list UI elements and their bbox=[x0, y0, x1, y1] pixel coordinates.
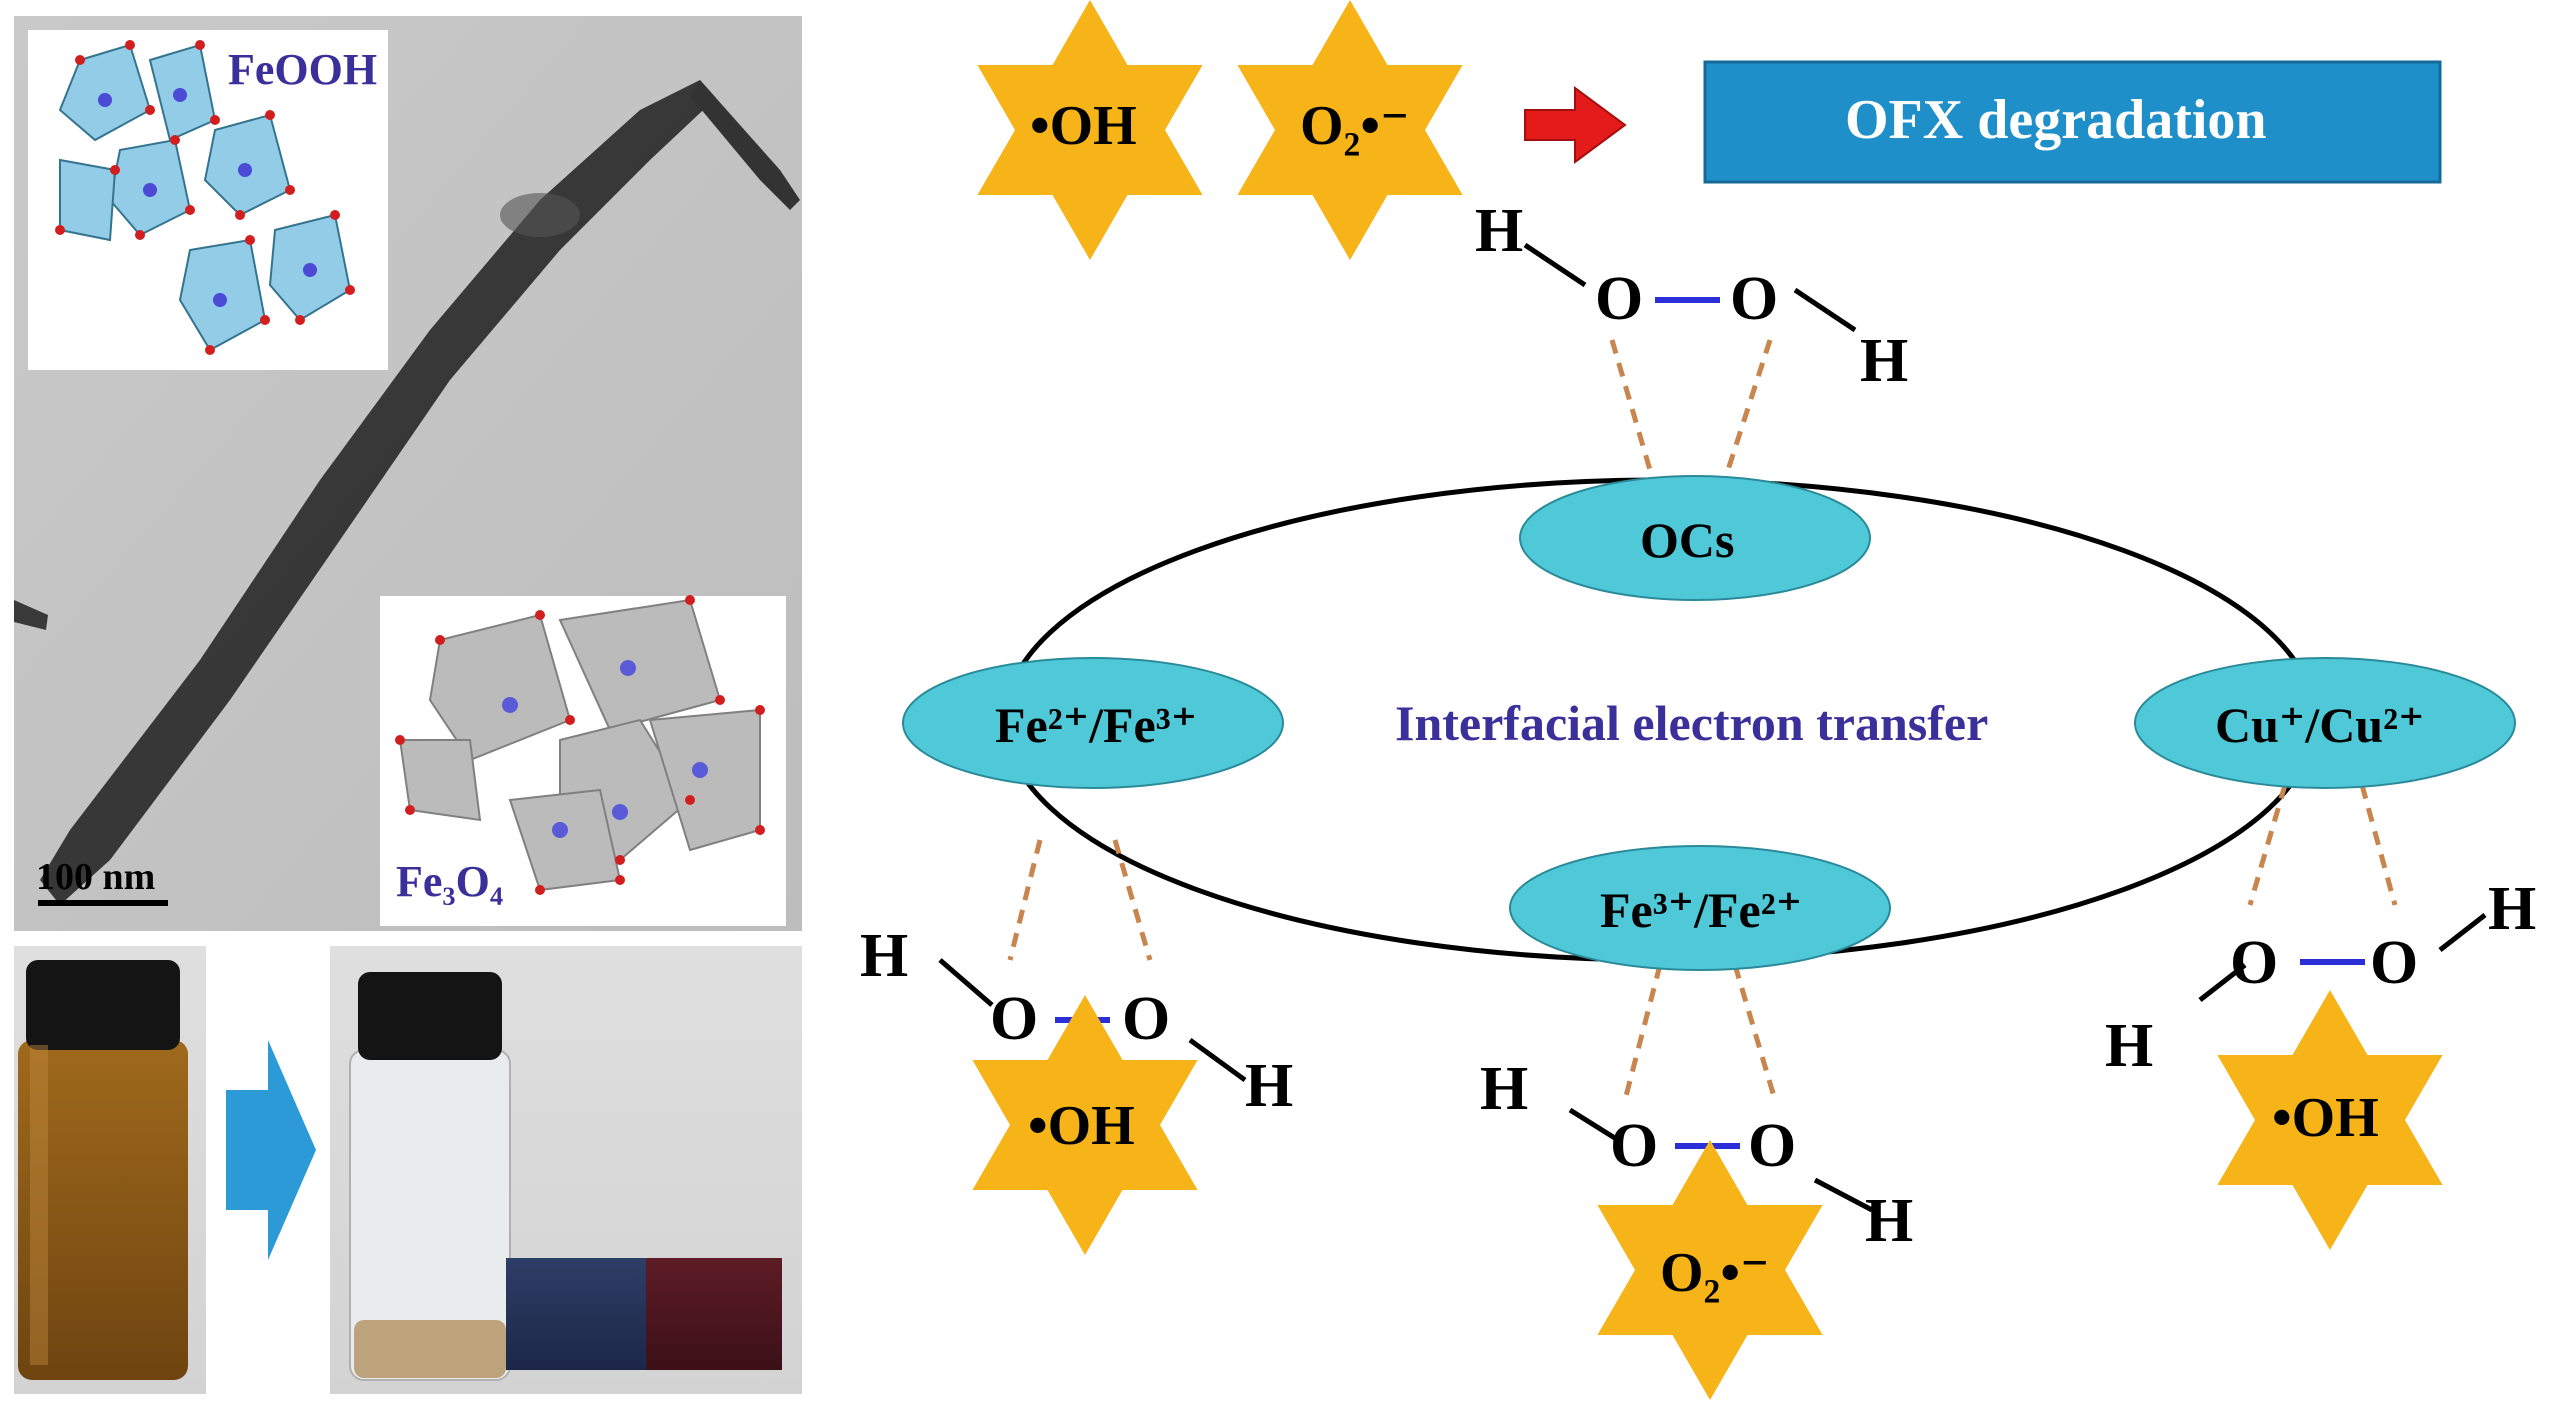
h2o2-bottom-o2: O bbox=[1748, 1112, 1797, 1180]
h2o2-left-o1: O bbox=[990, 985, 1039, 1053]
cycle bbox=[902, 242, 2516, 1400]
h2o2-bottom-h2: H bbox=[1865, 1187, 1914, 1255]
nanorod-branch bbox=[690, 80, 800, 210]
feooh-crystal-structure bbox=[58, 43, 352, 352]
h2o2-top-h2: H bbox=[1860, 327, 1909, 395]
node-cu12 bbox=[2134, 657, 2516, 789]
h2o2-top-o2: O bbox=[1730, 265, 1779, 333]
radical-oh-right: •OH bbox=[2272, 1087, 2379, 1149]
vials-panel bbox=[14, 946, 802, 1394]
tem-panel bbox=[14, 16, 802, 931]
feooh-label: FeOOH bbox=[228, 45, 378, 94]
node-fe32 bbox=[1509, 845, 1891, 971]
radical-oh-top: •OH bbox=[1030, 95, 1137, 157]
node-ocs-label: OCs bbox=[1640, 512, 1735, 568]
vial-before bbox=[18, 960, 188, 1380]
top-row bbox=[977, 0, 2442, 260]
h2o2-top-o1: O bbox=[1595, 265, 1644, 333]
node-fe23-label: Fe²⁺/Fe³⁺ bbox=[995, 697, 1198, 753]
star-oh-left bbox=[972, 995, 1198, 1255]
star-o2-bottom bbox=[1597, 1140, 1823, 1400]
radical-oh-left: •OH bbox=[1028, 1095, 1135, 1157]
radical-o2-top: O₂•⁻ bbox=[1300, 95, 1410, 157]
fe3o4-label: Fe₃O₄ bbox=[396, 857, 504, 906]
h2o2-top-h1: H bbox=[1475, 197, 1524, 265]
transition-arrow bbox=[226, 1040, 316, 1260]
node-cu12-label: Cu⁺/Cu²⁺ bbox=[2215, 697, 2425, 753]
fe3o4-crystal-structure bbox=[398, 598, 761, 892]
node-ocs bbox=[1519, 475, 1871, 601]
h2o2-bottom-o1: O bbox=[1610, 1112, 1659, 1180]
h2o2-left-o2: O bbox=[1122, 985, 1171, 1053]
star-o2-top bbox=[1237, 0, 1463, 260]
h2o2-left-h1: H bbox=[860, 922, 909, 990]
star-oh-right bbox=[2217, 990, 2443, 1250]
node-fe23 bbox=[902, 657, 1284, 789]
center-label: Interfacial electron transfer bbox=[1395, 695, 1989, 751]
h2o2-left-h2: H bbox=[1245, 1052, 1294, 1120]
h2o2-right-h2: H bbox=[2488, 875, 2537, 943]
h2o2-right-o1: O bbox=[2230, 929, 2279, 997]
red-arrow bbox=[1524, 86, 1627, 164]
nanorod-stub bbox=[14, 600, 48, 630]
ofx-box bbox=[1703, 60, 2442, 184]
ofx-degradation-label: OFX degradation bbox=[1845, 89, 2267, 151]
scale-bar-label: 100 nm bbox=[36, 856, 156, 898]
magnet bbox=[506, 1258, 782, 1370]
scale-bar-line bbox=[38, 900, 168, 906]
node-fe32-label: Fe³⁺/Fe²⁺ bbox=[1600, 882, 1803, 938]
h2o2-right-h1: H bbox=[2105, 1012, 2154, 1080]
h2o2-right-o2: O bbox=[2370, 929, 2419, 997]
radical-o2-bottom: O₂•⁻ bbox=[1660, 1242, 1770, 1304]
h2o2-bottom-h1: H bbox=[1480, 1055, 1529, 1123]
vial-after bbox=[349, 972, 511, 1381]
star-oh-top bbox=[977, 0, 1203, 260]
nanorod bbox=[40, 80, 716, 905]
